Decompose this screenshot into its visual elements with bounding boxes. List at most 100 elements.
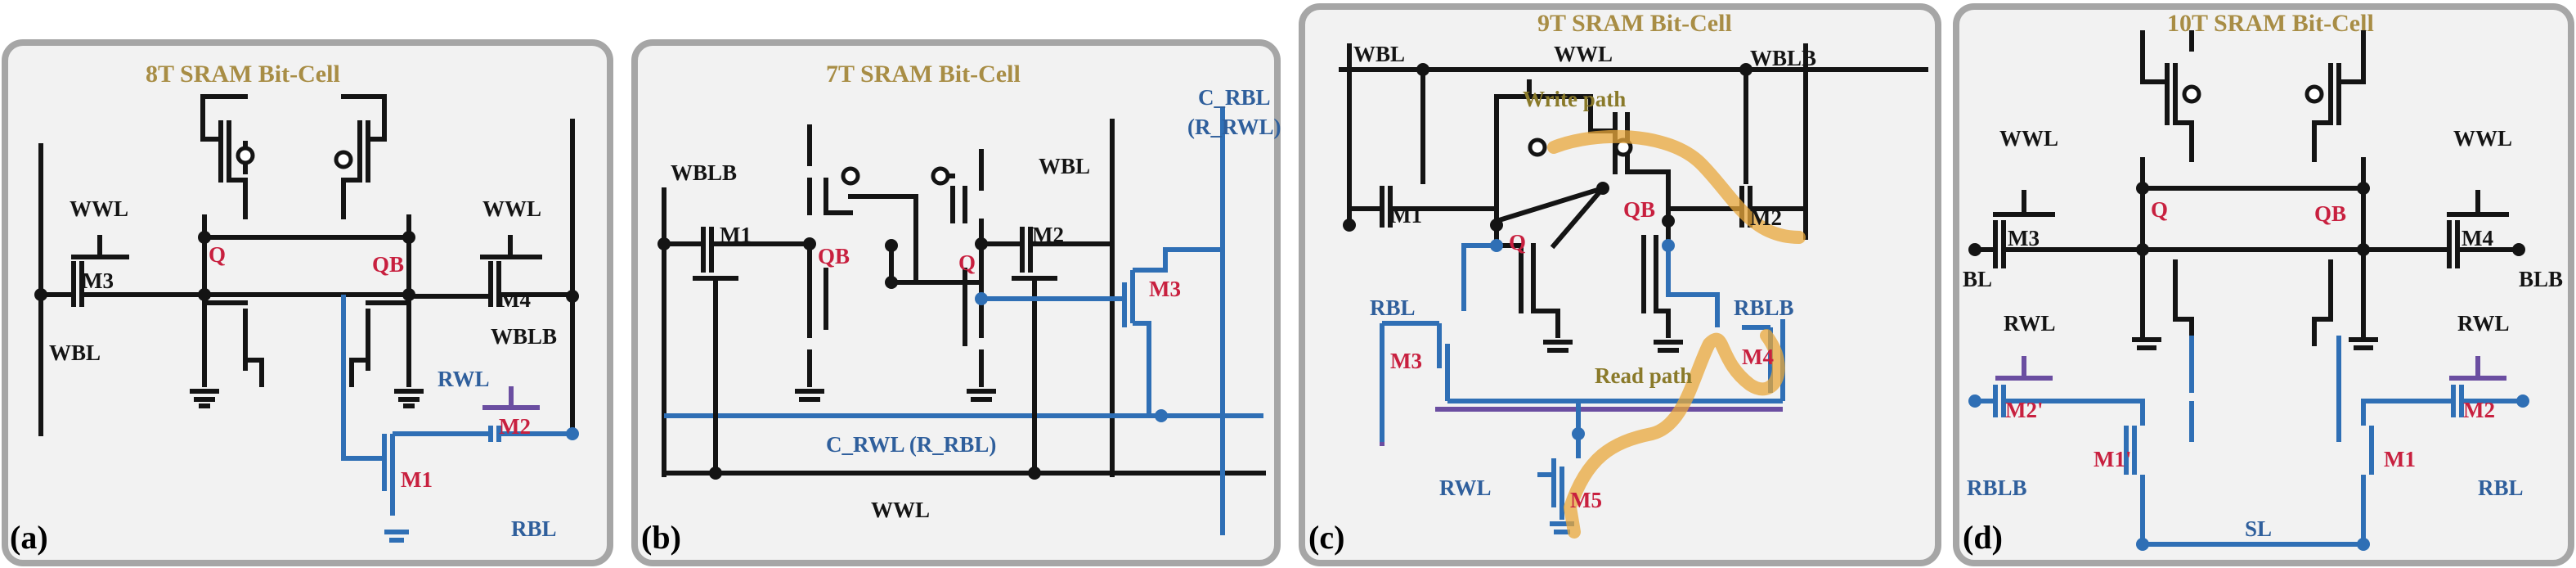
label-wwl: WWL xyxy=(871,498,930,522)
label-wblb: WBLB xyxy=(671,160,737,185)
label-wblb: WBLB xyxy=(491,324,557,349)
read-ports xyxy=(1975,385,2523,547)
label-wwl: WWL xyxy=(1554,42,1613,66)
panel-a-tag: (a) xyxy=(10,519,48,556)
label-wwl-right: WWL xyxy=(2453,126,2512,151)
label-q: Q xyxy=(1509,230,1526,255)
label-m2: M2 xyxy=(2463,398,2495,422)
label-rwl-left: RWL xyxy=(2004,311,2056,336)
label-m4: M4 xyxy=(2462,226,2493,250)
label-rblb: RBLB xyxy=(1967,476,2027,500)
panel-c: 9T SRAM Bit-Cell (c) WBL WWL WBLB Write … xyxy=(1299,3,1941,566)
panel-d-frame xyxy=(1953,3,2574,566)
read-gates xyxy=(2189,336,2341,442)
label-m2: M2 xyxy=(1032,223,1064,247)
m4-gate xyxy=(480,235,542,259)
label-rbl: RBL xyxy=(511,516,557,541)
rwl-gates xyxy=(1995,356,2506,381)
label-bl: BL xyxy=(1963,267,1992,291)
label-m2: M2 xyxy=(1750,205,1782,230)
label-c-rbl: C_RBL xyxy=(1198,85,1271,110)
m3-transistor xyxy=(38,261,207,307)
m1-transistor xyxy=(662,227,812,476)
label-rblb: RBLB xyxy=(1734,295,1794,320)
qb-read xyxy=(1666,246,1720,327)
label-blb: BLB xyxy=(2519,267,2563,291)
panel-c-title: 9T SRAM Bit-Cell xyxy=(1537,10,1732,37)
m3-transistor xyxy=(1972,190,2145,268)
label-rwl: RWL xyxy=(1439,476,1492,500)
m4-transistor xyxy=(2361,190,2521,268)
label-qb: QB xyxy=(2314,201,2346,226)
cross-couple xyxy=(2140,186,2366,252)
label-wblb: WBLB xyxy=(1750,46,1816,70)
panel-b: 7T SRAM Bit-Cell (b) WBLB WBL M1 M2 M3 Q… xyxy=(631,39,1281,566)
label-qb: QB xyxy=(1623,197,1655,222)
panel-a: 8T SRAM Bit-Cell (a) WWL WWL WBL WBLB xyxy=(2,39,613,566)
label-m2: M2 xyxy=(499,414,531,439)
panel-d-tag: (d) xyxy=(1963,519,2003,556)
label-m4: M4 xyxy=(499,287,531,312)
label-m3: M3 xyxy=(1390,349,1422,373)
read-path-highlight xyxy=(1564,329,1785,539)
panel-c-tag: (c) xyxy=(1308,519,1344,556)
panel-d: 10T SRAM Bit-Cell (d) WWL WWL Q QB M3 M4… xyxy=(1953,3,2574,566)
label-wwl-left: WWL xyxy=(1999,126,2058,151)
left-pmos xyxy=(200,94,248,219)
m4-transistor xyxy=(406,261,575,307)
label-rbl: RBL xyxy=(1370,295,1416,320)
cross-couple xyxy=(1493,184,1607,250)
left-pmos xyxy=(2140,30,2194,162)
rwl-gate xyxy=(482,386,540,410)
label-c-rwl: C_RWL (R_RBL) xyxy=(826,432,996,457)
label-wwl-left: WWL xyxy=(70,196,128,221)
right-pmos xyxy=(2312,30,2366,162)
label-wwl-right: WWL xyxy=(482,196,541,221)
label-rbl: RBL xyxy=(2478,476,2524,500)
label-m3: M3 xyxy=(1149,277,1181,301)
panel-b-title: 7T SRAM Bit-Cell xyxy=(826,61,1021,88)
label-rwl-right: RWL xyxy=(2457,311,2510,336)
label-m1-prime: M1' xyxy=(2094,447,2132,471)
left-inverter xyxy=(795,124,853,402)
label-q: Q xyxy=(209,242,226,267)
label-m2-prime: M2' xyxy=(2005,398,2044,422)
label-m1: M1 xyxy=(720,223,752,247)
label-write-path: Write path xyxy=(1523,87,1626,111)
label-m1: M1 xyxy=(2384,447,2416,471)
read-port-m2 xyxy=(393,426,572,442)
label-qb: QB xyxy=(818,244,850,268)
read-port-m1 xyxy=(341,295,409,543)
read-node xyxy=(1380,407,1783,446)
panel-d-title: 10T SRAM Bit-Cell xyxy=(2167,10,2374,37)
write-path-highlight xyxy=(1547,129,1806,244)
m2-transistor xyxy=(979,227,1115,476)
label-m1: M1 xyxy=(1390,203,1422,228)
label-wbl: WBL xyxy=(49,340,101,365)
panel-b-tag: (b) xyxy=(641,519,681,556)
right-pmos xyxy=(341,94,387,219)
label-qb: QB xyxy=(372,252,404,277)
m3-read xyxy=(981,247,1223,416)
label-m4: M4 xyxy=(1742,345,1774,369)
panel-b-frame xyxy=(631,39,1281,566)
label-rwl: RWL xyxy=(438,367,490,391)
label-m3: M3 xyxy=(82,268,114,293)
label-read-path: Read path xyxy=(1595,363,1692,388)
label-q: Q xyxy=(2151,197,2168,222)
cross-couple xyxy=(202,235,411,297)
label-m3: M3 xyxy=(2008,226,2040,250)
m5-transistor xyxy=(1537,401,1581,534)
label-m1: M1 xyxy=(401,467,433,492)
label-sl: SL xyxy=(2245,516,2272,541)
m1-transistor xyxy=(1347,67,1499,228)
label-wbl: WBL xyxy=(1039,154,1090,178)
label-m5: M5 xyxy=(1570,488,1602,512)
panel-a-title: 8T SRAM Bit-Cell xyxy=(146,61,340,88)
m3-gate xyxy=(71,235,129,259)
label-wbl: WBL xyxy=(1353,42,1405,66)
label-r-rwl: (R_RWL) xyxy=(1187,115,1281,139)
left-inverter xyxy=(1494,79,1593,353)
label-q: Q xyxy=(958,250,976,275)
